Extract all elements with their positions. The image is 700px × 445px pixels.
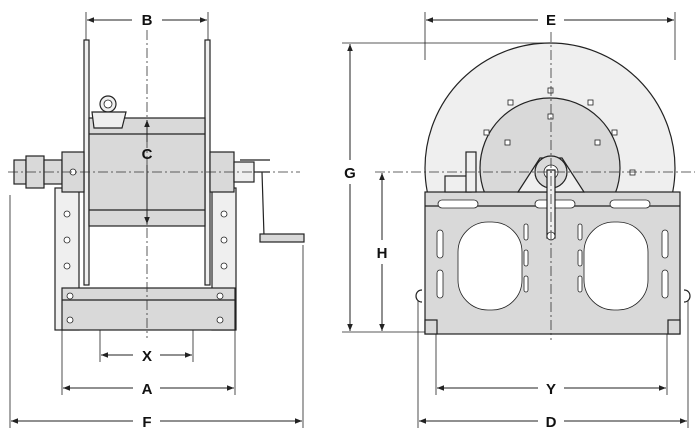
front-view-dimensions: E G H Y D (342, 12, 689, 431)
dim-label-g: G (344, 165, 356, 182)
dim-label-x: X (142, 348, 152, 365)
dim-label-b: B (142, 12, 153, 29)
frame-cutout-right (583, 221, 649, 311)
right-flange (204, 39, 211, 286)
crank-handle (259, 233, 305, 243)
frame-cutout-left (457, 221, 523, 311)
dim-label-h: H (377, 245, 388, 262)
front-view (375, 32, 695, 340)
dim-label-f: F (142, 414, 151, 431)
base-plate (61, 287, 236, 331)
hook-right (683, 289, 691, 303)
dim-label-a: A (142, 381, 153, 398)
left-flange (83, 39, 90, 286)
dim-label-c: C (142, 146, 153, 163)
dim-label-y: Y (546, 381, 556, 398)
dim-label-d: D (546, 414, 557, 431)
side-view (8, 30, 305, 338)
side-view-dimensions: B C X A F (9, 12, 304, 431)
dim-label-e: E (546, 12, 556, 29)
hook-left (415, 289, 423, 303)
crank-arm (261, 171, 265, 237)
